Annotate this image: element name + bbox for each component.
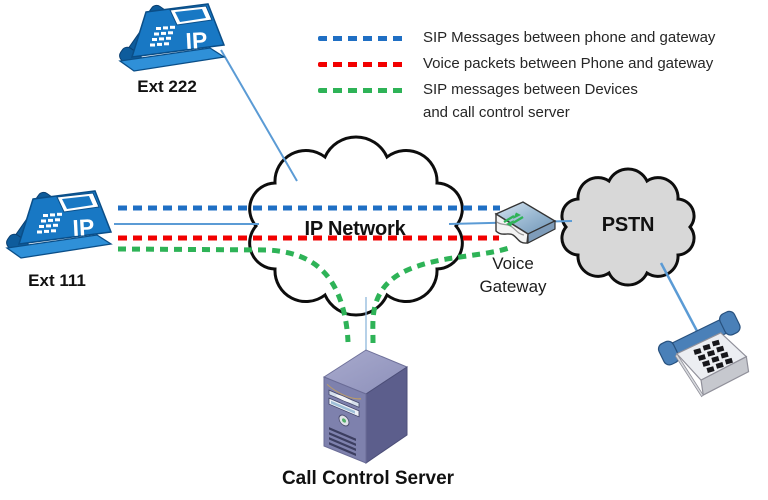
legend-label-voice-packets: Voice packets between Phone and gateway bbox=[423, 55, 714, 72]
ip-phone-icon bbox=[3, 189, 112, 259]
gateway-arrows bbox=[503, 212, 524, 227]
legend-swatch-voice-packets bbox=[318, 62, 406, 67]
label-ip-network: IP Network bbox=[304, 218, 406, 240]
label-voice-gateway-line1: Voice bbox=[492, 254, 534, 273]
label-voice-gateway-line2: Gateway bbox=[479, 277, 547, 296]
analog-keypad bbox=[693, 339, 733, 373]
legend-label-sip-phone-gateway: SIP Messages between phone and gateway bbox=[423, 29, 716, 46]
link-ext222-cloud bbox=[220, 49, 298, 182]
legend-swatch-sip-phone-gateway bbox=[318, 36, 406, 41]
label-ext-222: Ext 222 bbox=[137, 77, 197, 96]
ip-phone-icon bbox=[116, 2, 225, 72]
analog-phone-icon bbox=[657, 310, 750, 398]
legend-label-sip-devices-server-line1: SIP messages between Devices bbox=[423, 81, 638, 98]
link-pstn-analog-phone bbox=[659, 262, 699, 332]
sip-dashed-line-gateway-server bbox=[370, 244, 513, 344]
label-call-control-server: Call Control Server bbox=[281, 468, 455, 489]
pstn-cloud bbox=[560, 167, 696, 287]
server-icon bbox=[322, 349, 409, 464]
voice-gateway-icon bbox=[494, 201, 557, 244]
label-pstn: PSTN bbox=[601, 214, 655, 236]
legend-label-sip-devices-server-line2: and call control server bbox=[423, 104, 570, 121]
legend-swatch-sip-devices-server bbox=[318, 88, 406, 93]
label-ext-111: Ext 111 bbox=[28, 271, 86, 290]
